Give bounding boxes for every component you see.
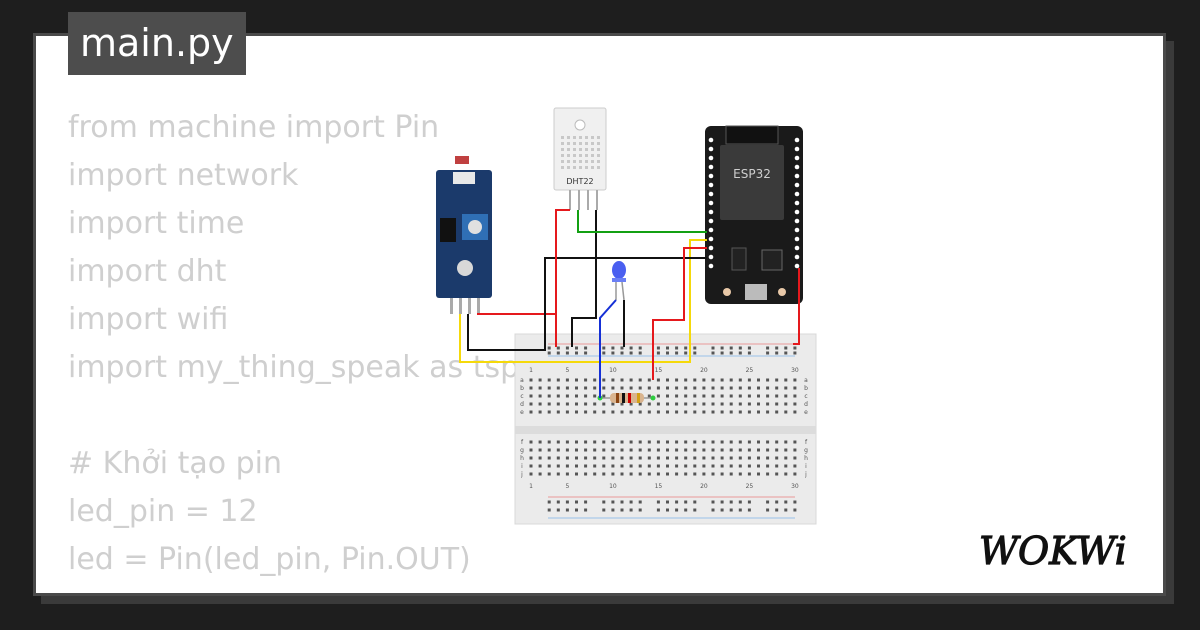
column-number: 1 [529, 483, 533, 490]
dht22-sensor-icon[interactable]: DHT22 [553, 107, 607, 210]
code-line: led_pin = 12 [68, 494, 258, 529]
row-letter: h [804, 455, 808, 462]
row-letter: f [521, 439, 524, 446]
row-letter: i [805, 463, 807, 470]
column-number: 1 [529, 367, 533, 374]
column-number: 10 [609, 483, 617, 490]
code-line: import my_thing_speak as tsp [68, 350, 520, 385]
column-number: 5 [565, 367, 569, 374]
code-line: import wifi [68, 302, 229, 337]
file-name-tab[interactable]: main.py [68, 12, 246, 75]
dht-label: DHT22 [566, 177, 593, 186]
code-line: import network [68, 158, 299, 193]
code-line: # Khởi tạo pin [68, 446, 283, 481]
wokwi-logo[interactable]: WOKWi [975, 528, 1150, 574]
row-letter: b [804, 385, 808, 392]
code-preview: from machine import Pin import network imp… [68, 104, 520, 593]
row-letter: g [520, 447, 524, 454]
code-line: led = Pin(led_pin, Pin.OUT) [68, 542, 471, 577]
logo-text: WOKWi [979, 529, 1127, 573]
column-number: 25 [746, 483, 754, 490]
column-number: 20 [700, 367, 708, 374]
column-number: 10 [609, 367, 617, 374]
code-line: light_sensor_pin = 27 [68, 584, 519, 593]
led-icon[interactable] [612, 261, 626, 301]
code-line: from machine import Pin [68, 110, 440, 145]
column-number: 30 [791, 367, 799, 374]
row-letter: i [521, 463, 523, 470]
row-letter: c [520, 393, 523, 400]
row-letter: j [520, 471, 523, 478]
code-line: import dht [68, 254, 227, 289]
row-letter: e [804, 409, 808, 416]
row-letter: a [520, 377, 524, 384]
column-number: 30 [791, 483, 799, 490]
row-letter: j [804, 471, 807, 478]
row-letter: c [804, 393, 807, 400]
row-letter: e [520, 409, 524, 416]
column-number: 25 [746, 367, 754, 374]
column-number: 15 [655, 483, 663, 490]
row-letter: f [805, 439, 808, 446]
photoresistor-module-icon[interactable] [436, 156, 492, 314]
column-number: 20 [700, 483, 708, 490]
code-line: import time [68, 206, 245, 241]
row-letter: d [520, 401, 524, 408]
row-letter: g [804, 447, 808, 454]
row-letter: h [520, 455, 524, 462]
row-letter: b [520, 385, 524, 392]
column-number: 5 [565, 483, 569, 490]
esp-label: ESP32 [733, 167, 771, 181]
esp32-board-icon[interactable]: ESP32 [705, 125, 803, 304]
resistor-icon[interactable] [597, 393, 656, 403]
row-letter: d [804, 401, 808, 408]
column-number: 15 [655, 367, 663, 374]
breadboard-holes [529, 346, 797, 512]
wires [459, 209, 800, 398]
row-letter: a [804, 377, 808, 384]
